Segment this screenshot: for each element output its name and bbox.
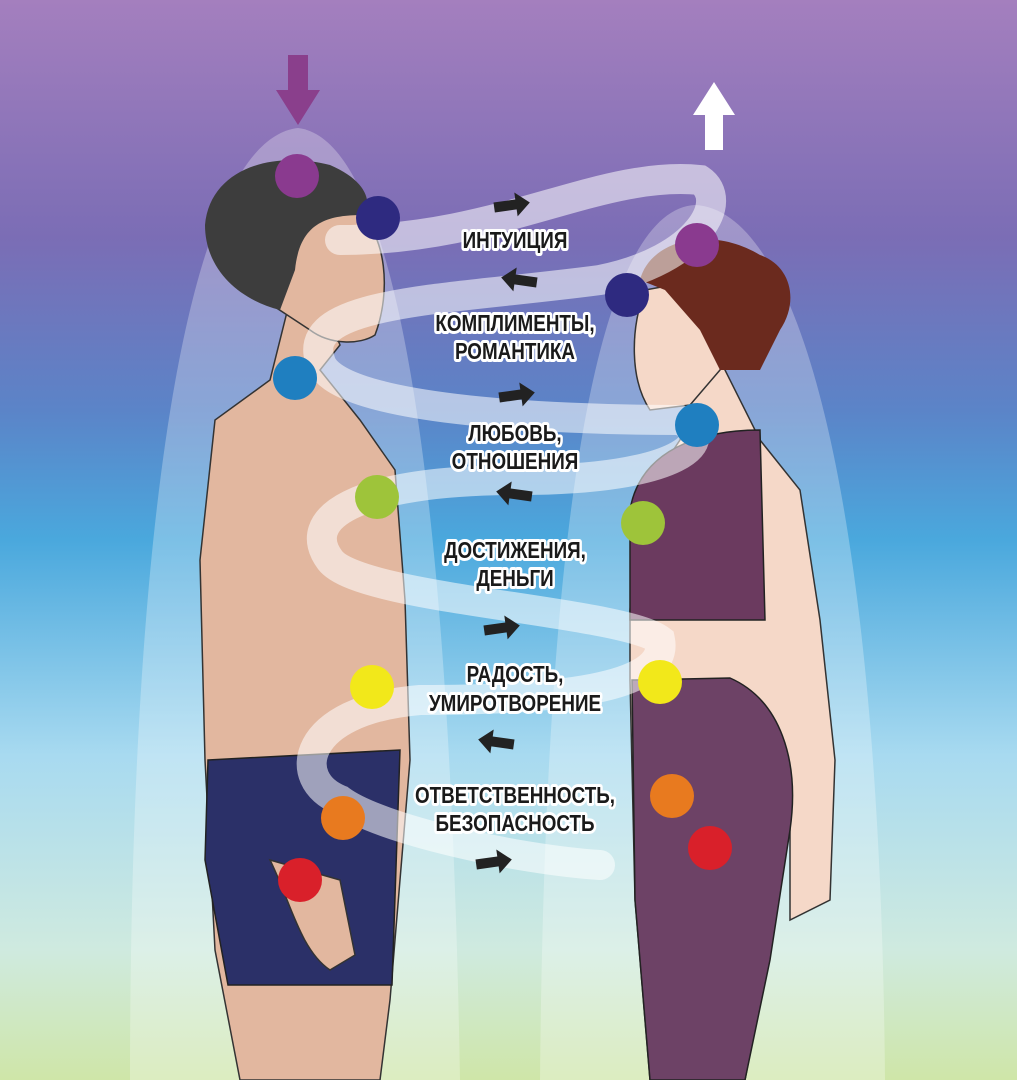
woman-chakra-2 [605, 273, 649, 317]
label-love: ЛЮБОВЬ,ОТНОШЕНИЯ [452, 421, 579, 474]
arrow-up-icon [693, 82, 735, 150]
woman-chakra-1 [675, 223, 719, 267]
man-chakra-1 [275, 154, 319, 198]
man-chakra-4 [355, 475, 399, 519]
arrow-right-icon [493, 192, 530, 217]
man-chakra-2 [356, 196, 400, 240]
arrow-down-icon [276, 55, 320, 125]
arrow-right-icon [475, 849, 512, 874]
label-joy: РАДОСТЬ,УМИРОТВОРЕНИЕ [429, 662, 601, 716]
arrow-right-icon [483, 615, 520, 640]
man-chakra-5 [350, 665, 394, 709]
woman-chakra-4 [621, 501, 665, 545]
label-romance: КОМПЛИМЕНТЫ,РОМАНТИКА [435, 311, 594, 364]
arrow-left-icon [478, 729, 515, 754]
arrow-left-icon [496, 481, 533, 506]
man-chakra-7 [278, 858, 322, 902]
man-chakra-6 [321, 796, 365, 840]
labels: ИНТУИЦИЯ КОМПЛИМЕНТЫ,РОМАНТИКА ЛЮБОВЬ,ОТ… [412, 226, 617, 840]
woman-chakra-7 [688, 826, 732, 870]
label-responsibility: ОТВЕТСТВЕННОСТЬ,БЕЗОПАСНОСТЬ [415, 783, 615, 836]
chakras [273, 154, 732, 902]
woman-chakra-3 [675, 403, 719, 447]
arrow-left-icon [501, 267, 538, 292]
man-chakra-3 [273, 356, 317, 400]
energy-ribbon [296, 164, 726, 880]
flow-arrows [475, 192, 538, 874]
woman-chakra-5 [638, 660, 682, 704]
label-achievements: ДОСТИЖЕНИЯ,ДЕНЬГИ [444, 538, 586, 591]
woman-chakra-6 [650, 774, 694, 818]
arrow-right-icon [498, 382, 535, 407]
label-intuition: ИНТУИЦИЯ [463, 228, 568, 253]
